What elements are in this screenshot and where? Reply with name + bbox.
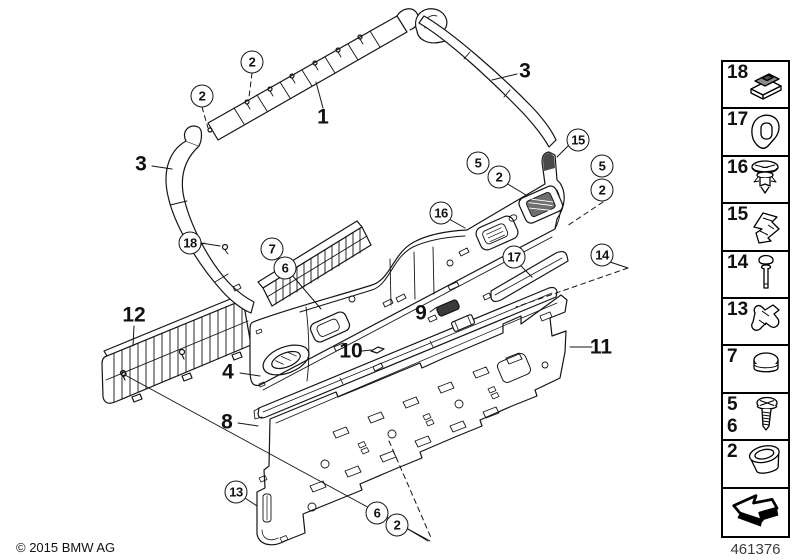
legend-number: 7 <box>727 346 738 368</box>
cover-grommet-icon <box>751 114 780 150</box>
legend-number: 2 <box>727 441 738 463</box>
part-label[interactable]: 1 <box>317 105 329 129</box>
legend-cell-13[interactable]: 13 <box>723 298 788 347</box>
legend-number: 13 <box>727 298 749 320</box>
legend-cell-16[interactable]: 16 <box>723 156 788 205</box>
legend-number: 15 <box>727 204 749 226</box>
callout-circle[interactable]: 2 <box>487 165 511 189</box>
left-pillar-trim <box>165 125 255 314</box>
oval-grommet-icon <box>748 445 780 474</box>
legend-cell-14[interactable]: 14 <box>723 252 788 299</box>
legend-number: 5 <box>727 393 738 415</box>
callout-circle[interactable]: 14 <box>590 243 614 267</box>
legend-cell-5-6[interactable]: 5 6 <box>723 393 788 442</box>
legend-cell-18[interactable]: 18 <box>723 62 788 110</box>
callout-circle[interactable]: 2 <box>385 513 409 537</box>
right-pillar-trim <box>418 15 557 148</box>
callout-circle[interactable]: 16 <box>429 201 453 225</box>
sill-rail <box>253 286 558 420</box>
document-number: 461376 <box>730 541 781 558</box>
legend-cell-2[interactable]: 2 <box>723 441 788 489</box>
part-label[interactable]: 3 <box>135 152 147 176</box>
callout-circle[interactable]: 6 <box>273 256 297 280</box>
legend-number: 16 <box>727 156 749 178</box>
callout-circle[interactable]: 5 <box>590 154 614 178</box>
upper-tailgate-panel <box>249 151 565 391</box>
callout-circle[interactable]: 7 <box>260 237 284 261</box>
part-label[interactable]: 12 <box>122 303 146 327</box>
callout-circle[interactable]: 15 <box>566 128 590 152</box>
part-label[interactable]: 3 <box>519 59 531 83</box>
direction-arrow-icon <box>732 493 779 527</box>
pin-icon <box>758 254 774 289</box>
callout-circle[interactable]: 2 <box>190 84 214 108</box>
legend-cell-17[interactable]: 17 <box>723 109 788 157</box>
legend-cell-15[interactable]: 15 <box>723 204 788 252</box>
lower-tailgate-panel <box>256 294 568 546</box>
legend-number: 14 <box>727 251 749 273</box>
legend-cell-7[interactable]: 7 <box>723 346 788 394</box>
screw-icon <box>756 396 778 431</box>
part-label[interactable]: 9 <box>415 301 427 325</box>
callout-circle[interactable]: 2 <box>590 178 614 202</box>
legend-number: 18 <box>727 62 749 83</box>
small-clips <box>370 299 476 372</box>
cap-plug-icon <box>753 352 779 373</box>
part-label[interactable]: 8 <box>221 410 233 434</box>
fastener-legend: 18 17 16 <box>721 60 790 538</box>
legend-number: 17 <box>727 109 749 131</box>
trim-strip-17 <box>482 250 569 303</box>
callout-circle[interactable]: 2 <box>240 50 264 74</box>
legend-number: 6 <box>727 415 738 437</box>
callout-circle[interactable]: 17 <box>502 245 526 269</box>
wire-clip-icon <box>751 304 780 331</box>
part-label[interactable]: 4 <box>222 360 234 384</box>
spring-clip-icon <box>753 212 780 244</box>
part-label[interactable]: 11 <box>589 335 613 359</box>
copyright-text: © 2015 BMW AG <box>16 540 116 555</box>
expanding-rivet-icon <box>751 160 779 194</box>
callout-circle[interactable]: 6 <box>365 501 389 525</box>
part-label[interactable]: 10 <box>339 339 363 363</box>
callout-circle[interactable]: 5 <box>466 151 490 175</box>
callout-circle[interactable]: 18 <box>178 231 202 255</box>
bracket-module-icon <box>750 73 782 100</box>
callout-circle[interactable]: 13 <box>224 480 248 504</box>
